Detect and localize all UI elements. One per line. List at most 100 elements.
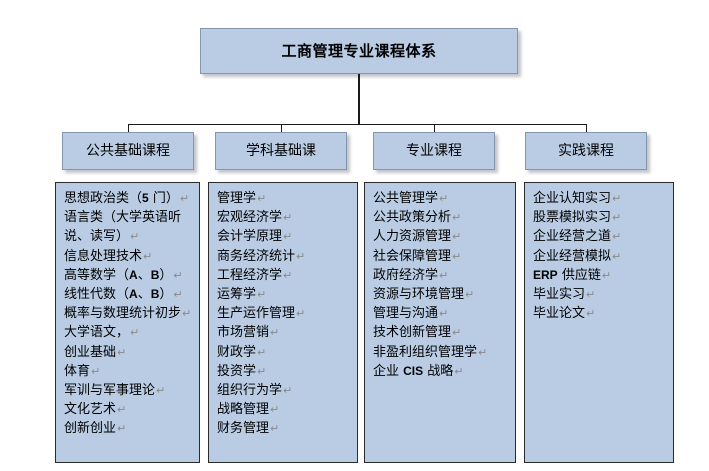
paragraph-mark-icon: ↵ xyxy=(612,211,622,225)
course-item: 企业经营之道↵ xyxy=(533,229,622,245)
paragraph-mark-icon: ↵ xyxy=(601,268,612,282)
category-header-label: 实践课程 xyxy=(558,143,614,159)
course-list-discipline-foundation: 管理学↵宏观经济学↵会计学原理↵商务经济统计↵工程经济学↵运筹学↵生产运作管理↵… xyxy=(208,182,358,463)
category-header-label: 专业课程 xyxy=(406,143,462,159)
paragraph-mark-icon: ↵ xyxy=(439,192,449,205)
course-item: ERP 供应链↵ xyxy=(533,267,612,283)
course-item: 公共政策分析↵ xyxy=(373,210,462,226)
course-item: 大学语文，↵ xyxy=(64,325,140,341)
course-item: 思想政治类（5 门）↵ xyxy=(64,191,190,206)
paragraph-mark-icon: ↵ xyxy=(296,307,306,321)
paragraph-mark-icon: ↵ xyxy=(452,326,462,340)
paragraph-mark-icon: ↵ xyxy=(257,345,267,359)
course-item: 运筹学↵ xyxy=(217,287,267,303)
paragraph-mark-icon: ↵ xyxy=(130,326,140,340)
connector-trunk-vertical xyxy=(358,74,360,125)
paragraph-mark-icon: ↵ xyxy=(439,268,449,282)
paragraph-mark-icon: ↵ xyxy=(452,249,462,263)
paragraph-mark-icon: ↵ xyxy=(439,307,449,321)
course-item: 社会保障管理↵ xyxy=(373,248,462,264)
connector-horizontal-bus xyxy=(128,124,587,125)
paragraph-mark-icon: ↵ xyxy=(454,364,464,378)
category-header-public-foundation[interactable]: 公共基础课程 xyxy=(62,132,194,170)
paragraph-mark-icon: ↵ xyxy=(257,364,267,378)
course-item: 体育↵ xyxy=(64,363,101,379)
paragraph-mark-icon: ↵ xyxy=(257,192,267,205)
course-item: 财务管理↵ xyxy=(217,421,280,437)
course-item: 市场营销↵ xyxy=(217,325,280,341)
paragraph-mark-icon: ↵ xyxy=(270,422,280,436)
paragraph-mark-icon: ↵ xyxy=(270,326,280,340)
category-header-label: 学科基础课 xyxy=(246,143,316,159)
root-node-title-box[interactable]: 工商管理专业课程体系 xyxy=(200,28,518,74)
connector-drop-1 xyxy=(281,124,282,133)
paragraph-mark-icon: ↵ xyxy=(179,192,190,205)
course-item: 工程经济学↵ xyxy=(217,267,293,283)
course-list-major-courses: 公共管理学↵ 公共政策分析↵ 人力资源管理↵ 社会保障管理↵ 政府经济学↵ 资源与环境管理… xyxy=(364,182,516,463)
course-item: 人力资源管理↵ xyxy=(373,229,462,245)
paragraph-mark-icon: ↵ xyxy=(270,403,280,417)
course-item: 技术创新管理↵ xyxy=(373,325,462,341)
paragraph-mark-icon: ↵ xyxy=(612,249,622,263)
paragraph-mark-icon: ↵ xyxy=(452,230,462,244)
course-item: 管理与沟通↵ xyxy=(373,306,449,322)
paragraph-mark-icon: ↵ xyxy=(465,288,475,302)
paragraph-mark-icon: ↵ xyxy=(156,384,166,398)
category-header-label: 公共基础课程 xyxy=(86,143,170,159)
paragraph-mark-icon: ↵ xyxy=(173,288,183,302)
paragraph-mark-icon: ↵ xyxy=(452,211,462,225)
category-header-practice-courses[interactable]: 实践课程 xyxy=(525,132,647,170)
connector-drop-2 xyxy=(434,124,435,133)
course-item: 毕业实习↵ xyxy=(533,287,596,303)
course-list-practice-courses: 企业认知实习↵股票模拟实习↵企业经营之道↵企业经营模拟↵ERP 供应链↵毕业实习… xyxy=(524,182,674,463)
paragraph-mark-icon: ↵ xyxy=(283,268,293,282)
course-item: 文化艺术↵ xyxy=(64,402,127,418)
course-item: 非盈利组织管理学↵ xyxy=(373,344,488,360)
paragraph-mark-icon: ↵ xyxy=(283,230,293,244)
paragraph-mark-icon: ↵ xyxy=(612,192,622,205)
course-item: 宏观经济学↵ xyxy=(217,210,293,226)
course-list-public-foundation: 思想政治类（5 门）↵语言类（大学英语听说、读写）↵信息处理技术↵高等数学（A、… xyxy=(55,182,200,463)
paragraph-mark-icon: ↵ xyxy=(283,384,293,398)
course-item: 资源与环境管理↵ xyxy=(373,287,475,303)
course-item: 组织行为学↵ xyxy=(217,383,293,399)
course-item: 投资学↵ xyxy=(217,363,267,379)
course-item: 创业基础↵ xyxy=(64,344,127,360)
course-item: 创新创业↵ xyxy=(64,421,127,437)
root-node-label: 工商管理专业课程体系 xyxy=(281,41,437,60)
paragraph-mark-icon: ↵ xyxy=(173,268,183,282)
paragraph-mark-icon: ↵ xyxy=(478,345,488,359)
course-item: 军训与军事理论↵ xyxy=(64,383,166,399)
connector-drop-0 xyxy=(128,124,129,133)
course-item: 财政学↵ xyxy=(217,344,267,360)
course-item: 企业 CIS 战略↵ xyxy=(373,363,464,379)
paragraph-mark-icon: ↵ xyxy=(586,307,596,321)
course-item: 语言类（大学英语听说、读写）↵ xyxy=(64,210,182,245)
course-item: 管理学↵ xyxy=(217,191,267,206)
paragraph-mark-icon: ↵ xyxy=(130,230,140,244)
paragraph-mark-icon: ↵ xyxy=(117,422,127,436)
connector-drop-3 xyxy=(586,124,587,133)
course-item: 高等数学（A、B）↵ xyxy=(64,267,183,283)
paragraph-mark-icon: ↵ xyxy=(117,403,127,417)
course-item: 政府经济学↵ xyxy=(373,267,449,283)
paragraph-mark-icon: ↵ xyxy=(586,288,596,302)
course-item: 生产运作管理↵ xyxy=(217,306,306,322)
course-item: 会计学原理↵ xyxy=(217,229,293,245)
course-item: 概率与数理统计初步↵ xyxy=(64,306,192,322)
course-item: 毕业论文↵ xyxy=(533,306,596,322)
course-item: 公共管理学↵ xyxy=(373,191,449,206)
paragraph-mark-icon: ↵ xyxy=(117,345,127,359)
course-item: 企业经营模拟↵ xyxy=(533,248,622,264)
paragraph-mark-icon: ↵ xyxy=(612,230,622,244)
paragraph-mark-icon: ↵ xyxy=(296,249,306,263)
paragraph-mark-icon: ↵ xyxy=(257,288,267,302)
paragraph-mark-icon: ↵ xyxy=(91,364,101,378)
course-item: 企业认知实习↵ xyxy=(533,191,622,206)
category-header-major-courses[interactable]: 专业课程 xyxy=(373,132,495,170)
category-header-discipline-foundation[interactable]: 学科基础课 xyxy=(215,132,347,170)
course-item: 战略管理↵ xyxy=(217,402,280,418)
paragraph-mark-icon: ↵ xyxy=(182,307,192,321)
paragraph-mark-icon: ↵ xyxy=(283,211,293,225)
